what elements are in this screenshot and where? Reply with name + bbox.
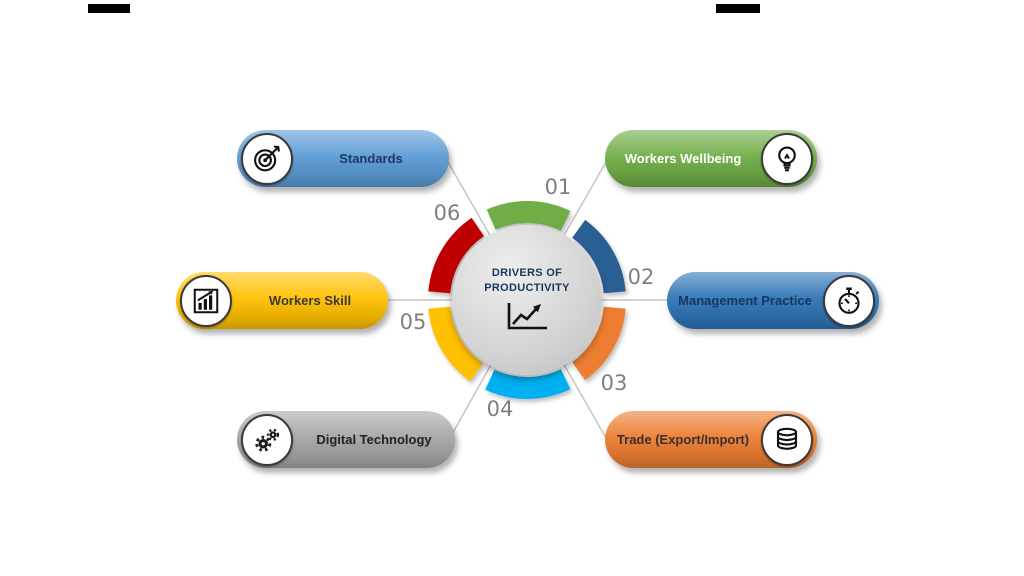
pill-label-workers-wellbeing: Workers Wellbeing xyxy=(624,151,742,166)
ring-segment-upper-right xyxy=(571,219,626,294)
segmented-ring xyxy=(428,201,626,399)
step-number-05: 05 xyxy=(399,310,427,334)
step-number-04: 04 xyxy=(486,397,514,421)
pill-workers-wellbeing: Workers Wellbeing xyxy=(605,130,817,187)
pill-label-standards: Standards xyxy=(339,151,403,166)
target-icon xyxy=(241,132,293,185)
decorative-bar-right xyxy=(716,4,760,13)
step-number-01: 01 xyxy=(544,175,572,199)
step-number-02: 02 xyxy=(627,265,655,289)
pill-standards: Standards xyxy=(237,130,449,187)
pill-label-management-practice: Management Practice xyxy=(678,293,812,308)
pill-label-trade-export-import: Trade (Export/Import) xyxy=(616,432,750,447)
pill-workers-skill: Workers Skill xyxy=(176,272,388,329)
hub-title-line1: DRIVERS OF xyxy=(491,266,563,279)
hub-title-line2: PRODUCTIVITY xyxy=(484,281,570,294)
coins-icon xyxy=(761,413,813,466)
ring-segment-top xyxy=(486,201,571,231)
pill-label-workers-skill: Workers Skill xyxy=(268,293,352,308)
pill-digital-technology: Digital Technology xyxy=(237,411,455,468)
ring-segment-lower-right xyxy=(571,306,626,381)
pill-trade-export-import: Trade (Export/Import) xyxy=(605,411,817,468)
stopwatch-icon xyxy=(823,274,875,327)
pill-label-digital-technology: Digital Technology xyxy=(316,432,432,447)
pill-management-practice: Management Practice xyxy=(667,272,879,329)
ring-segment-upper-left xyxy=(428,217,485,294)
lightbulb-icon xyxy=(761,132,813,185)
gears-icon xyxy=(241,413,293,466)
ring-segment-bottom xyxy=(485,369,571,399)
ring-segment-lower-left xyxy=(428,306,484,382)
center-hub: DRIVERS OF PRODUCTIVITY xyxy=(452,225,602,375)
step-number-03: 03 xyxy=(600,371,628,395)
step-number-06: 06 xyxy=(433,201,461,225)
decorative-bar-left xyxy=(88,4,130,13)
line-chart-icon xyxy=(507,303,547,330)
bar-chart-icon xyxy=(180,274,232,327)
